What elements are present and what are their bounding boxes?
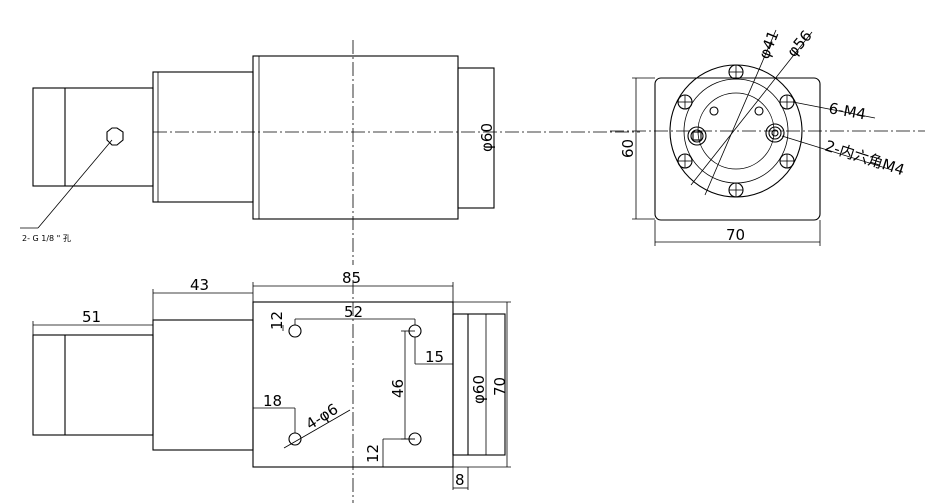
dim60-label: 60: [619, 139, 637, 158]
port-hex-icon: [106, 127, 124, 146]
front-dia60-label: φ60: [478, 123, 496, 152]
end-view-m4-holes: [677, 64, 795, 198]
dia56-leader: [690, 31, 813, 186]
dim8-label: 8: [455, 471, 465, 489]
plan-middle-block: [152, 319, 254, 451]
dim43-label: 43: [190, 276, 209, 294]
dim52-label: 52: [344, 303, 363, 321]
dim12a-label: 12: [268, 311, 286, 330]
dim51-label: 51: [82, 308, 101, 326]
dim-bottom70-label: 70: [491, 377, 509, 396]
dim46-label: 46: [389, 379, 407, 398]
dim85-label: 85: [342, 269, 361, 287]
socket-label: 2-内六角M4: [823, 137, 907, 180]
m4-leader: [792, 101, 876, 119]
dim18-label: 18: [263, 392, 282, 410]
thread-note-leader: [37, 139, 113, 229]
dim70-label: 70: [726, 226, 745, 244]
dia41-leader: [704, 29, 777, 196]
dim12b-label: 12: [364, 444, 382, 463]
mount-hole-icon: [288, 324, 302, 338]
pin-hole-icon: [754, 106, 764, 116]
dia56-label: φ56: [783, 27, 815, 61]
dia41-label: φ41: [755, 28, 783, 62]
front-view: 2- G 1/8 " 孔 φ60: [20, 40, 640, 265]
m4-label: 6-M4: [827, 99, 867, 123]
front-flange: [457, 67, 495, 209]
socket-head-screw-right: [765, 123, 785, 143]
pin-hole-icon: [709, 106, 719, 116]
end-view-body: [654, 77, 821, 221]
front-left-block: [32, 87, 154, 187]
thread-note: 2- G 1/8 " 孔: [22, 234, 71, 243]
dim4phi6-leader: [283, 409, 351, 449]
dim15-label: 15: [425, 348, 444, 366]
socket-head-screw-left: [687, 126, 707, 146]
end-view: φ41 φ56 6-M4 2-内六角M4 60 70: [610, 27, 925, 246]
front-middle-block: [152, 71, 254, 203]
dim-bottom-dia60-label: φ60: [470, 375, 488, 404]
socket-leader: [781, 135, 893, 171]
dim4phi6-label: 4-φ6: [303, 400, 342, 433]
plan-left-block: [32, 334, 154, 436]
plan-view: 85 43 51 52 12 15 46 18 4-φ6: [32, 269, 511, 503]
front-main-body: [252, 55, 459, 220]
